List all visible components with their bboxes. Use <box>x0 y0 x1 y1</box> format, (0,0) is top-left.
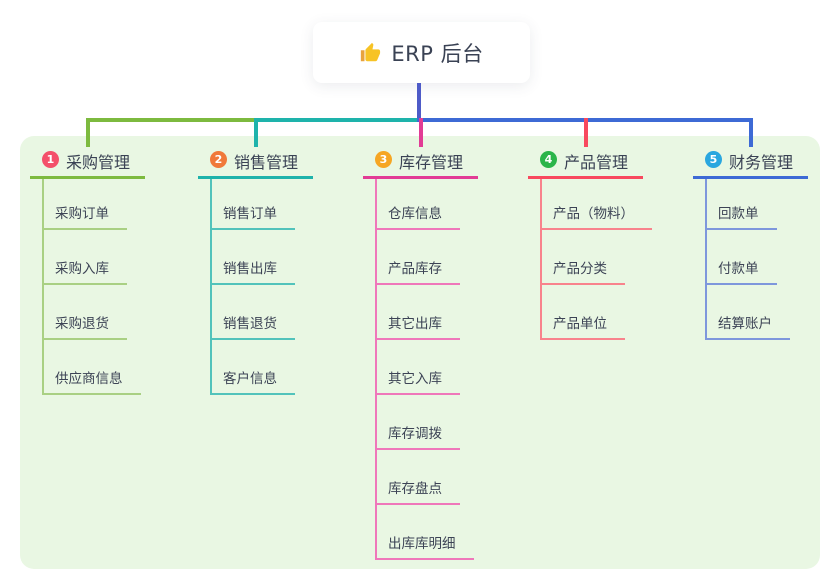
branch-drop-line <box>748 118 753 147</box>
branch-underline <box>528 176 643 179</box>
branch-item[interactable]: 采购入库 <box>42 255 127 285</box>
branch-item[interactable]: 回款单 <box>705 200 777 230</box>
branch-item[interactable]: 出库库明细 <box>375 530 474 560</box>
branch-item[interactable]: 供应商信息 <box>42 365 141 395</box>
branch-item[interactable]: 库存调拨 <box>375 420 460 450</box>
connector-segment-green <box>85 118 258 122</box>
branch-item[interactable]: 其它出库 <box>375 310 460 340</box>
branch-item[interactable]: 产品分类 <box>540 255 625 285</box>
branches-panel <box>20 136 820 569</box>
branch-drop-line <box>253 118 258 147</box>
branch-spine-line <box>42 179 44 395</box>
branch-label[interactable]: 产品管理 <box>564 153 629 172</box>
branch-item[interactable]: 采购退货 <box>42 310 127 340</box>
branch-drop-line <box>418 118 423 147</box>
branch-number-badge: 1 <box>42 151 59 168</box>
root-node-label: ERP 后台 <box>391 41 484 66</box>
branch-item[interactable]: 产品单位 <box>540 310 625 340</box>
root-node[interactable]: ERP 后台 <box>313 22 530 83</box>
branch-item[interactable]: 客户信息 <box>210 365 295 395</box>
branch-number-badge: 2 <box>210 151 227 168</box>
trunk-line <box>417 83 421 122</box>
branch-item[interactable]: 其它入库 <box>375 365 460 395</box>
branch-item[interactable]: 付款单 <box>705 255 777 285</box>
branch-spine-line <box>540 179 542 340</box>
branch-item[interactable]: 结算账户 <box>705 310 790 340</box>
branch-number-badge: 4 <box>540 151 557 168</box>
thumbs-up-icon <box>359 42 381 64</box>
branch-number-badge: 3 <box>375 151 392 168</box>
branch-underline <box>363 176 478 179</box>
branch-label[interactable]: 销售管理 <box>234 153 299 172</box>
branch-drop-line <box>583 118 588 147</box>
branch-item[interactable]: 销售出库 <box>210 255 295 285</box>
branch-label[interactable]: 财务管理 <box>729 153 794 172</box>
branch-item[interactable]: 销售订单 <box>210 200 295 230</box>
branch-item[interactable]: 库存盘点 <box>375 475 460 505</box>
branch-drop-line <box>85 118 90 147</box>
branch-item[interactable]: 仓库信息 <box>375 200 460 230</box>
connector-segment-teal <box>253 118 421 122</box>
branch-underline <box>30 176 145 179</box>
branch-label[interactable]: 库存管理 <box>399 153 464 172</box>
branch-spine-line <box>375 179 377 560</box>
branch-number-badge: 5 <box>705 151 722 168</box>
branch-spine-line <box>705 179 707 340</box>
branch-item[interactable]: 采购订单 <box>42 200 127 230</box>
branch-underline <box>198 176 313 179</box>
branch-item[interactable]: 销售退货 <box>210 310 295 340</box>
branch-item[interactable]: 产品（物料） <box>540 200 652 230</box>
branch-spine-line <box>210 179 212 395</box>
branch-label[interactable]: 采购管理 <box>66 153 131 172</box>
branch-underline <box>693 176 808 179</box>
branch-item[interactable]: 产品库存 <box>375 255 460 285</box>
